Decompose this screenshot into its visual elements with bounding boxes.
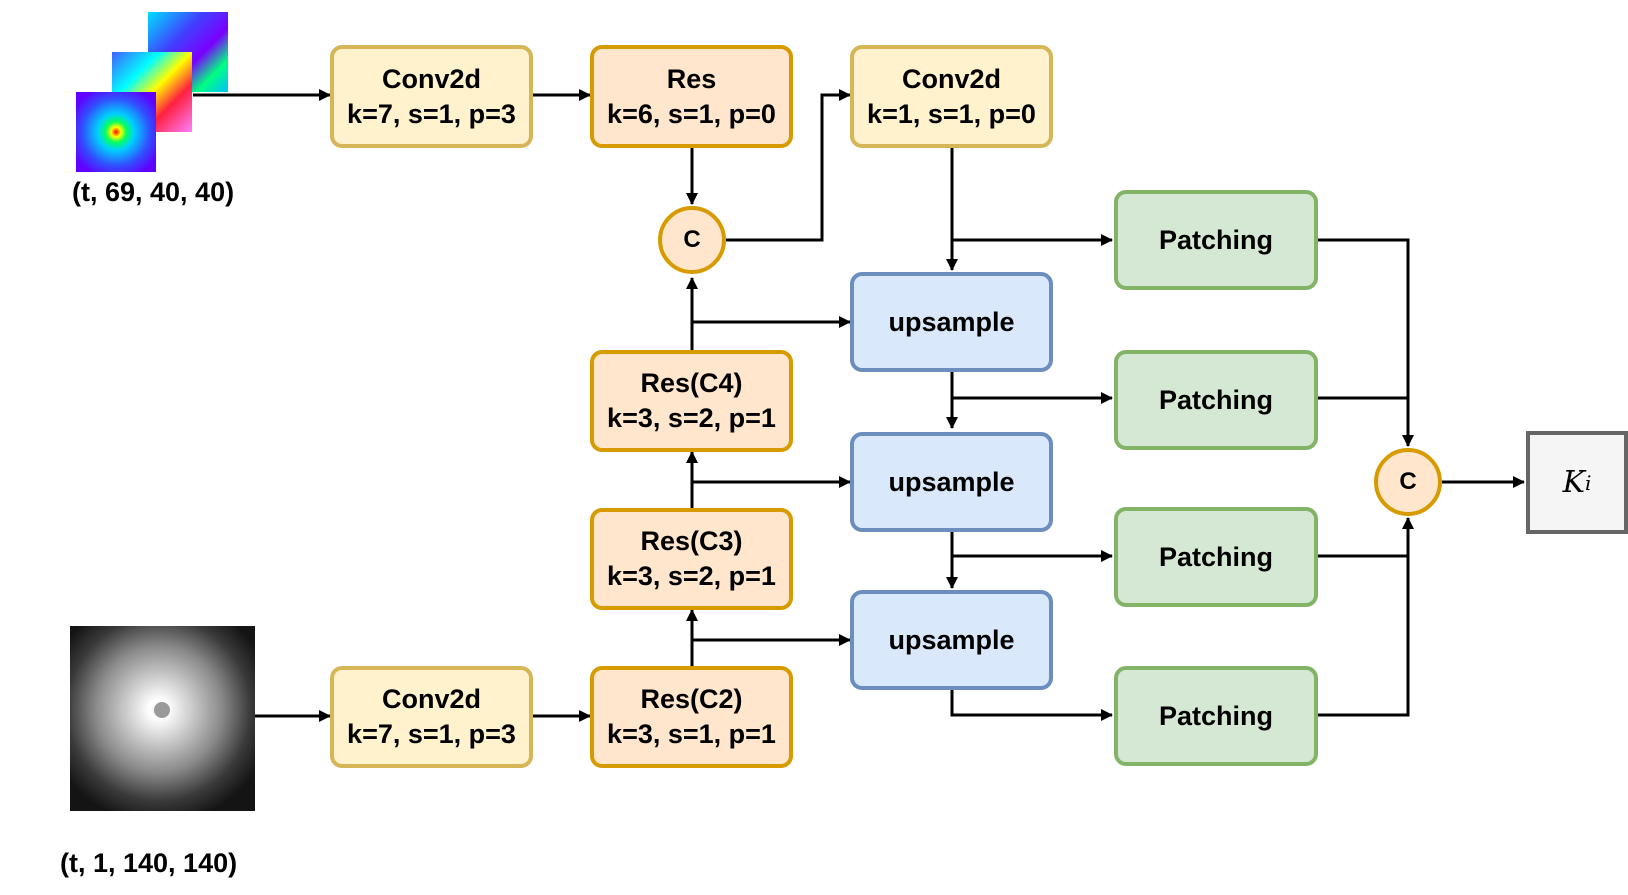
res-c4-block: Res(C4) k=3, s=2, p=1: [590, 350, 793, 452]
input-top-shape-label: (t, 69, 40, 40): [72, 177, 235, 207]
res-c2-block: Res(C2) k=3, s=1, p=1: [590, 666, 793, 768]
res-top-block: Res k=6, s=1, p=0: [590, 45, 793, 148]
arrow-concat-to-conv-mid: [726, 89, 851, 242]
block-title: Res(C3): [640, 526, 743, 556]
upsample-block-2: upsample: [850, 432, 1053, 532]
conv2d-bottom-block: Conv2d k=7, s=1, p=3: [330, 666, 533, 768]
conv2d-mid-block: Conv2d k=1, s=1, p=0: [850, 45, 1053, 148]
block-params: k=3, s=1, p=1: [607, 719, 776, 749]
input-bottom-shape-label: (t, 1, 140, 140): [60, 848, 238, 878]
block-params: k=3, s=2, p=1: [607, 561, 776, 591]
patching-block-3: Patching: [1114, 507, 1318, 607]
block-title: Res(C4): [640, 368, 743, 398]
concat-node-left: C: [658, 206, 726, 274]
block-params: k=1, s=1, p=0: [867, 98, 1036, 129]
arrow-patching4-to-concat: [1318, 517, 1414, 717]
satellite-image: [70, 626, 255, 811]
arrow-patching1-to-concat: [1318, 238, 1414, 447]
block-title: Conv2d: [381, 63, 481, 94]
upsample-block-3: upsample: [850, 590, 1053, 690]
block-params: k=6, s=1, p=0: [607, 98, 776, 129]
block-params: k=7, s=1, p=3: [347, 719, 516, 749]
concat-node-right: C: [1374, 448, 1442, 516]
conv2d-top-block: Conv2d k=7, s=1, p=3: [330, 45, 533, 148]
input-heatmap-stack: [76, 12, 228, 172]
block-title: Conv2d: [901, 63, 1001, 94]
block-title: Res: [666, 63, 717, 94]
patching-block-4: Patching: [1114, 666, 1318, 766]
res-c3-block: Res(C3) k=3, s=2, p=1: [590, 508, 793, 610]
upsample-block-1: upsample: [850, 272, 1053, 372]
output-subscript: i: [1585, 470, 1592, 495]
heatmap-layer-1: [76, 92, 156, 172]
block-title: Res(C2): [640, 684, 743, 714]
block-params: k=3, s=2, p=1: [607, 403, 776, 433]
patching-block-1: Patching: [1114, 190, 1318, 290]
output-symbol: K: [1562, 465, 1585, 500]
block-params: k=7, s=1, p=3: [347, 98, 516, 129]
arrow-upsample3-to-patching4: [950, 690, 1113, 721]
block-title: Conv2d: [381, 684, 481, 714]
patching-block-2: Patching: [1114, 350, 1318, 450]
